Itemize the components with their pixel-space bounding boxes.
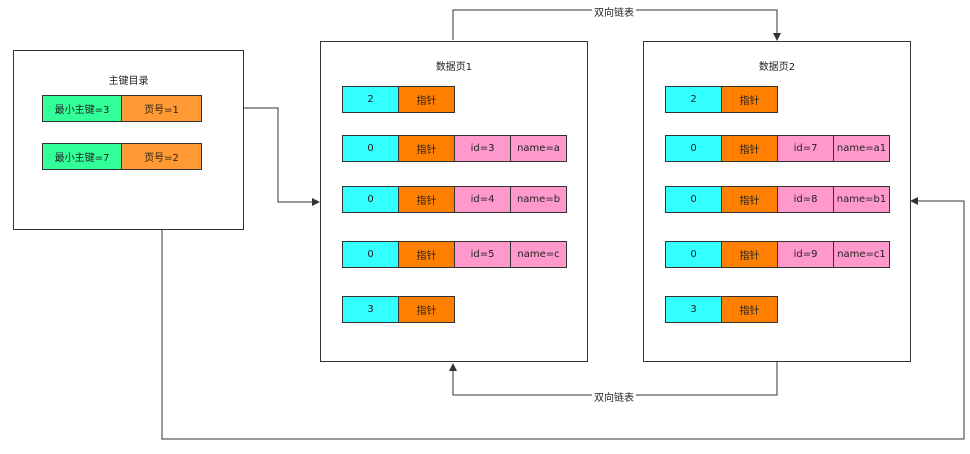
page2-record-3-pointer: 指针 (721, 186, 778, 213)
page1-record-1-pointer: 指针 (398, 86, 455, 113)
page1-record-2-type: 0 (342, 135, 399, 162)
page2-record-3-id: id=8 (777, 186, 834, 213)
page2-record-4-type: 0 (665, 241, 722, 268)
page2-record-2-pointer: 指针 (721, 135, 778, 162)
page1-record-3-type: 0 (342, 186, 399, 213)
page2-record-4-name: name=c1 (833, 241, 890, 268)
page1-record-2-id: id=3 (454, 135, 511, 162)
page1-record-4-id: id=5 (454, 241, 511, 268)
page1-record-3-pointer: 指针 (398, 186, 455, 213)
page1-record-5-pointer: 指针 (398, 296, 455, 323)
top-link-label: 双向链表 (592, 4, 636, 19)
page1-record-4-name: name=c (510, 241, 567, 268)
page1-record-3-name: name=b (510, 186, 567, 213)
page2-record-1-pointer: 指针 (721, 86, 778, 113)
dir-row-1-page-no: 页号=1 (121, 95, 202, 122)
page1-record-4-pointer: 指针 (398, 241, 455, 268)
data-page-1-title: 数据页1 (435, 62, 473, 73)
page1-record-2-pointer: 指针 (398, 135, 455, 162)
page2-record-4-pointer: 指针 (721, 241, 778, 268)
page2-record-2-name: name=a1 (833, 135, 890, 162)
page2-record-2-id: id=7 (777, 135, 834, 162)
page2-record-1-type: 2 (665, 86, 722, 113)
page2-record-2-type: 0 (665, 135, 722, 162)
page1-record-3-id: id=4 (454, 186, 511, 213)
page1-record-4-type: 0 (342, 241, 399, 268)
directory-title: 主键目录 (108, 76, 149, 87)
page2-record-3-type: 0 (665, 186, 722, 213)
dir-row-2-min-key: 最小主键=7 (42, 143, 122, 170)
page2-record-3-name: name=b1 (833, 186, 890, 213)
page2-record-5-pointer: 指针 (721, 296, 778, 323)
data-page-2-title: 数据页2 (758, 62, 796, 73)
dir-row-1-min-key: 最小主键=3 (42, 95, 122, 122)
page2-record-5-type: 3 (665, 296, 722, 323)
dir-to-page2-arrow (161, 168, 965, 440)
dir-row-2-page-no: 页号=2 (121, 143, 202, 170)
page1-record-5-type: 3 (342, 296, 399, 323)
page1-record-2-name: name=a (510, 135, 567, 162)
page1-record-1-type: 2 (342, 86, 399, 113)
primary-key-directory (13, 50, 244, 230)
bottom-link-label: 双向链表 (592, 389, 636, 404)
page2-record-4-id: id=9 (777, 241, 834, 268)
